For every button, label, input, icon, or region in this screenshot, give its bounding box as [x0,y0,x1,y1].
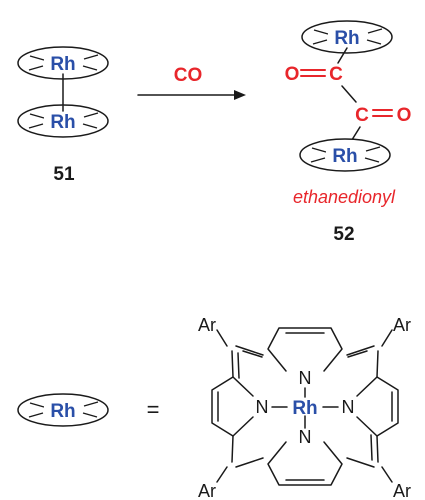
compound-number-51: 51 [53,164,75,185]
compound-number-52: 52 [333,224,354,245]
rh-porphyrin-disc-upper: Rh [301,20,393,54]
rh-atom-label: Rh [50,401,75,422]
pyrrole-ring-bottom: N [235,427,375,486]
pyrrole-ring-left: N [211,350,269,463]
carbon-atom-label: C [355,105,369,126]
product-52: Rh C O C O Rh [285,20,411,245]
nitrogen-atom-label: N [299,427,312,447]
aryl-label-bottom-right: Ar [393,481,411,500]
rh-porphyrin-structure: Ar Ar Ar Ar N N [198,315,411,500]
nitrogen-atom-label: N [299,368,312,388]
reactant-51: Rh Rh 51 [17,46,109,185]
oxygen-atom-label: O [397,105,412,126]
rh-atom-label: Rh [50,112,75,133]
nitrogen-atom-label: N [256,397,269,417]
central-rh-atom-label: Rh [292,398,317,419]
rh-atom-label: Rh [50,54,75,75]
carbonyl-upper: C O [285,64,344,85]
legend-rh-disc: Rh [17,393,109,427]
reaction-arrow: CO [137,65,246,100]
carbon-atom-label: C [329,64,343,85]
pyrrole-ring-top: N [235,327,375,388]
carbonyl-lower: C O [355,105,411,126]
pyrrole-ring-right: N [342,350,399,463]
rh-atom-label: Rh [332,146,357,167]
nitrogen-atom-label: N [342,397,355,417]
product-name: ethanedionyl [293,187,396,207]
rh-porphyrin-disc-lower: Rh [17,104,109,138]
oxygen-atom-label: O [285,64,300,85]
rh-atom-label: Rh [334,28,359,49]
c-c-bond [341,85,357,103]
aryl-label-bottom-left: Ar [198,481,216,500]
arrow-head [234,90,246,100]
equals-sign: = [147,397,160,422]
aryl-label-top-left: Ar [198,315,216,335]
aryl-label-top-right: Ar [393,315,411,335]
reagent-label: CO [174,65,203,86]
rh-porphyrin-disc-upper: Rh [17,46,109,80]
rh-porphyrin-disc-lower: Rh [299,138,391,172]
